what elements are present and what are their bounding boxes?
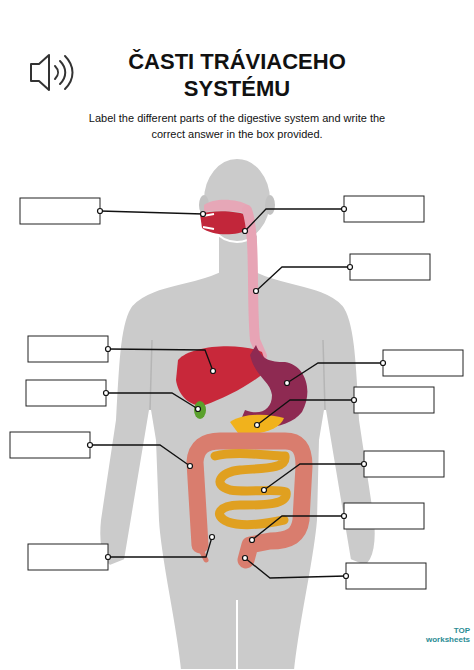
- leader-dot: [342, 207, 347, 212]
- leader-dot: [188, 464, 193, 469]
- answer-box: [346, 563, 426, 589]
- leader-dot: [254, 289, 259, 294]
- leader-dot: [243, 556, 248, 561]
- leader-dot: [106, 347, 111, 352]
- leader-dot: [210, 535, 215, 540]
- leader-dot: [344, 574, 349, 579]
- sound-wave: [55, 66, 58, 79]
- pancreas: [230, 415, 284, 434]
- leader-dot: [211, 369, 216, 374]
- answer-box: [350, 254, 430, 280]
- answer-box: [28, 544, 108, 570]
- speaker-icon: [31, 55, 73, 90]
- leader-line: [287, 363, 383, 383]
- leader-line: [257, 400, 354, 425]
- leader-line: [264, 464, 364, 490]
- answer-box: [26, 380, 106, 406]
- leader-dot: [381, 361, 386, 366]
- leader-dot: [250, 538, 255, 543]
- gallbladder: [194, 401, 206, 419]
- instruction-text: Label the different parts of the digesti…: [72, 110, 402, 142]
- leader-line: [100, 211, 203, 214]
- speaker-body: [31, 55, 49, 90]
- leader-line: [245, 558, 346, 578]
- answer-box: [364, 451, 444, 477]
- leader-dot: [196, 407, 201, 412]
- mouth: [200, 211, 250, 234]
- leader-line: [106, 393, 198, 409]
- leader-dot: [285, 381, 290, 386]
- leader-line: [256, 267, 350, 291]
- leader-dot: [255, 423, 260, 428]
- leader-line: [252, 516, 344, 540]
- watermark: TOP: [420, 626, 470, 635]
- arm-edge: [150, 340, 152, 410]
- answer-box: [10, 432, 90, 458]
- leader-dot: [243, 229, 248, 234]
- worksheet-title: ČASTI TRÁVIACEHO SYSTÉMU: [92, 48, 382, 102]
- leader-dot: [88, 443, 93, 448]
- answer-box: [344, 503, 424, 529]
- leader-lines: [90, 209, 383, 578]
- leader-dot: [348, 265, 353, 270]
- leader-dot: [362, 462, 367, 467]
- answer-box: [28, 336, 108, 362]
- leader-dot: [106, 555, 111, 560]
- answer-box: [354, 387, 434, 413]
- sound-wave: [65, 56, 73, 89]
- body-silhouette: [99, 232, 375, 670]
- answer-boxes: [10, 196, 463, 589]
- leg-gap: [236, 600, 238, 670]
- leader-line: [108, 537, 212, 557]
- appendix: [200, 548, 206, 560]
- answer-box: [20, 198, 100, 224]
- stomach: [240, 345, 307, 427]
- answer-box: [383, 350, 463, 376]
- large-intestine: [195, 441, 304, 560]
- esophagus: [247, 210, 262, 356]
- leader-line: [245, 209, 344, 231]
- watermark: worksheets: [404, 635, 470, 645]
- leader-dots: [88, 207, 386, 579]
- leader-dot: [352, 398, 357, 403]
- leader-line: [90, 445, 190, 466]
- leader-dot: [342, 514, 347, 519]
- leader-dot: [262, 488, 267, 493]
- small-intestine: [215, 454, 286, 525]
- leader-dot: [98, 209, 103, 214]
- leader-line: [108, 349, 213, 371]
- leader-dot: [201, 212, 206, 217]
- sound-wave: [60, 61, 65, 84]
- answer-box: [344, 196, 424, 222]
- ear: [265, 195, 275, 215]
- leader-dot: [104, 391, 109, 396]
